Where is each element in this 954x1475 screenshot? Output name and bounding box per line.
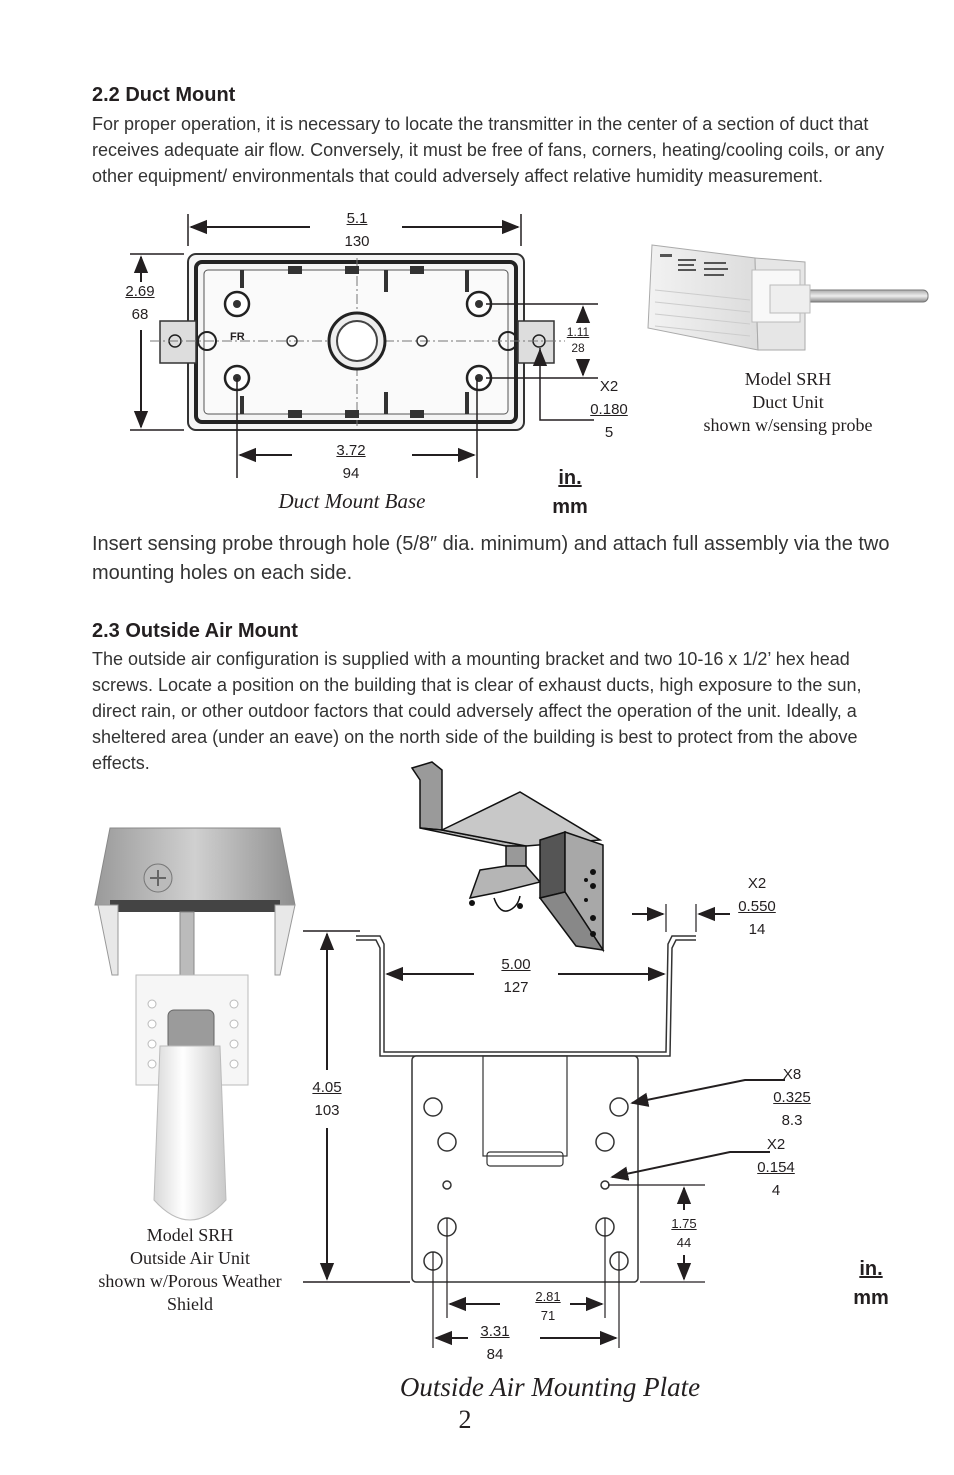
duct-mount-paragraph: For proper operation, it is necessary to…: [92, 114, 885, 186]
flange-dim: X2 0.550 14: [738, 875, 776, 938]
insert-probe-paragraph: Insert sensing probe through hole (5/8″ …: [92, 533, 890, 584]
duct-base-caption: Duct Mount Base: [278, 489, 426, 513]
page-number: 2: [458, 1405, 472, 1434]
duct-base-marking: FR: [230, 331, 245, 343]
outside-air-heading: 2.3 Outside Air Mount: [92, 620, 298, 642]
small-hole-dim: X2 0.154 4: [757, 1136, 795, 1199]
plate-units-legend: in.mm: [853, 1258, 889, 1309]
duct-units-legend: in.mm: [552, 467, 588, 518]
mounting-plate-caption: Outside Air Mounting Plate: [399, 1372, 701, 1402]
outside-air-paragraph: The outside air configuration is supplie…: [92, 649, 862, 773]
duct-hole-dim: X2 0.180 5: [590, 378, 628, 441]
duct-base-left-tab: [159, 320, 197, 364]
large-hole-dim: X8 0.325 8.3: [773, 1066, 811, 1129]
outside-unit-caption: Model SRH Outside Air Unit shown w/Porou…: [98, 1225, 282, 1314]
mounting-plate: [411, 1055, 639, 1283]
duct-mount-heading: 2.2 Duct Mount: [92, 84, 236, 106]
duct-unit-caption: Model SRH Duct Unit shown w/sensing prob…: [703, 369, 873, 435]
